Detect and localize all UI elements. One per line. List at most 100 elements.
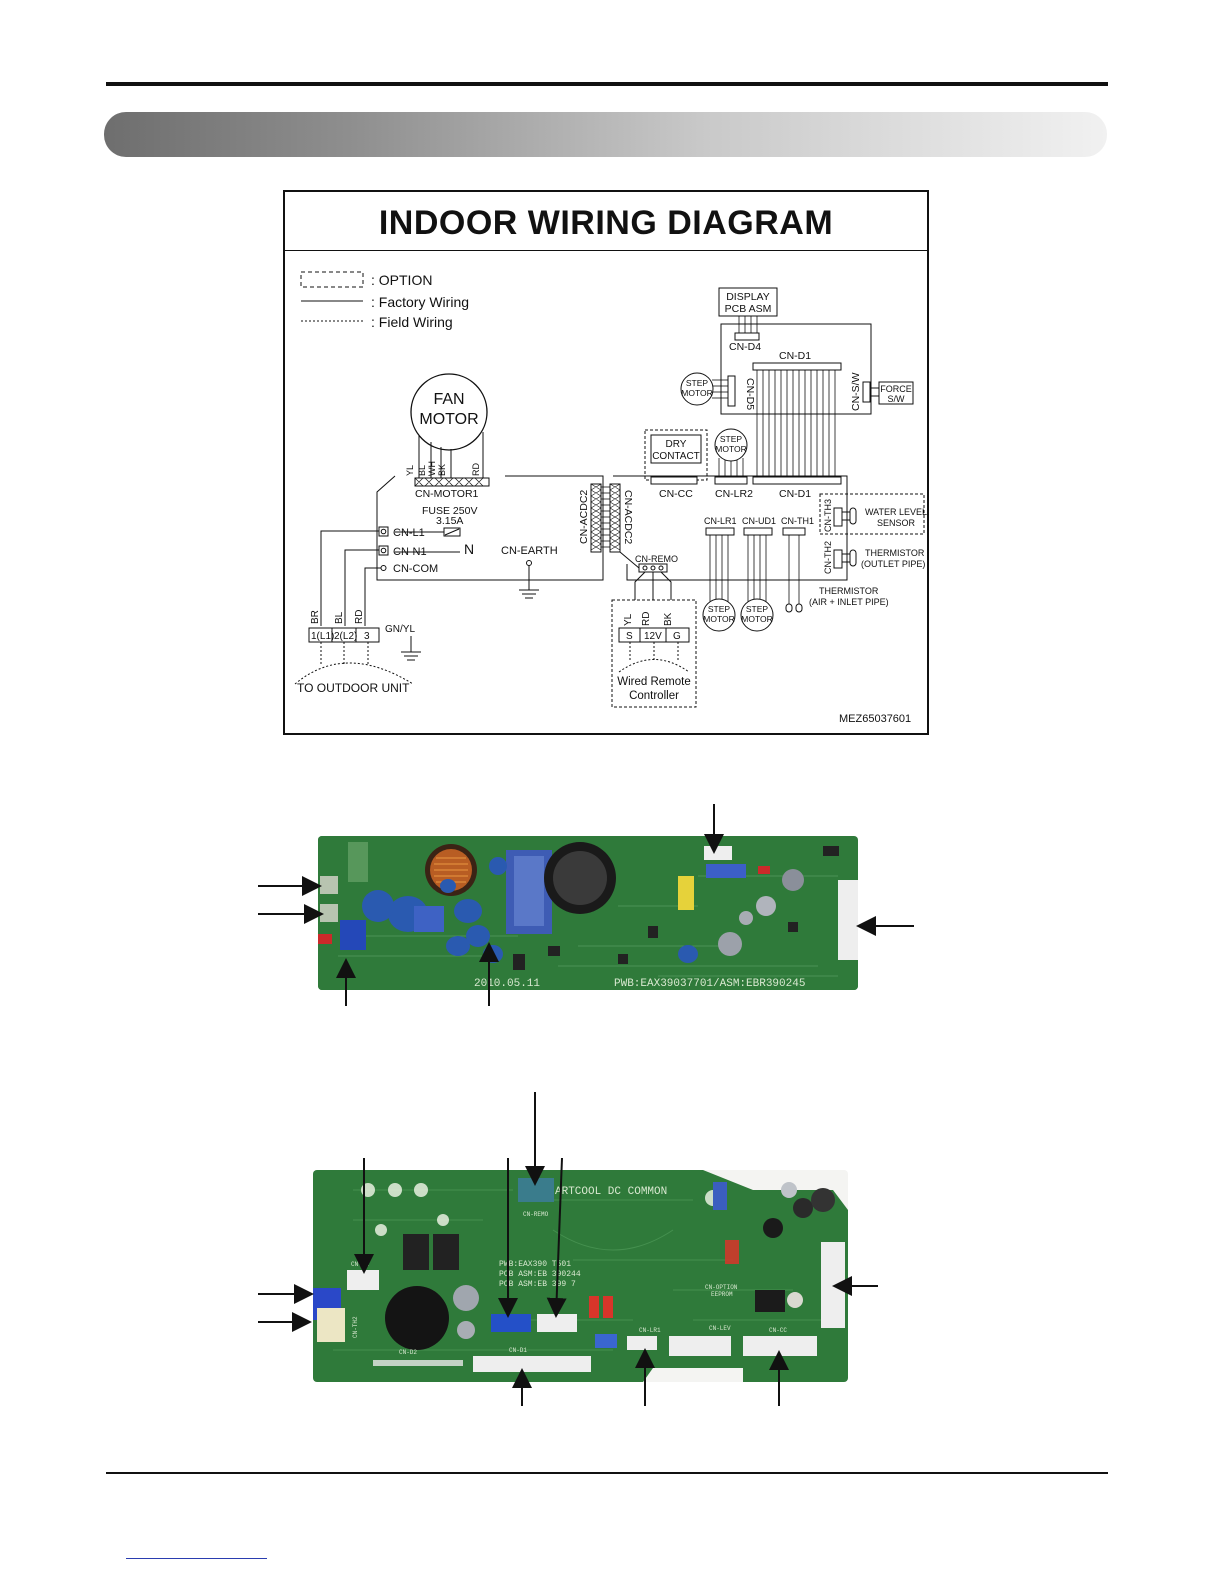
cn-ud1-label: CN-UD1 [742, 516, 776, 526]
cn-l1-terminal [378, 526, 389, 537]
cn-lr2-label: CN-LR2 [715, 488, 753, 500]
main-pcb-title: ARTCOOL DC COMMON [555, 1186, 667, 1198]
legend-option: : OPTION [371, 272, 432, 288]
cn-remo-label: CN-REMO [635, 554, 678, 564]
gnyl-label: GN/YL [385, 624, 415, 635]
cn-th3-label: CN-TH3 [823, 499, 833, 532]
fan-motor-label-1: FAN [433, 391, 464, 408]
lbl-lev: CN-LEV [709, 1325, 731, 1332]
cn-th2-connector-photo [317, 1308, 345, 1342]
to-outdoor-label: TO OUTDOOR UNIT [297, 681, 410, 695]
terminal-1: 1(L1) [311, 631, 334, 642]
main-pcb-photo: ARTCOOL DC COMMON PWB:EAX390 T501 PCB AS… [313, 1170, 848, 1382]
cn-com-terminal [380, 565, 387, 571]
step-motor-ud1-label-1: STEP [746, 604, 769, 614]
power-pcb-silkscreen: PWB:EAX39037701/ASM:EBR390245 [614, 978, 805, 990]
cn-d1-bottom-connector [752, 476, 842, 485]
cn-ud1-connector [743, 527, 773, 536]
cn-n1-label: CN-N1 [393, 546, 427, 558]
terminal-wire-bl: BL [334, 611, 345, 624]
cn-cc-connector [650, 476, 698, 485]
remote-wire-yl: YL [623, 613, 634, 626]
cn-th2-label: CN-TH2 [823, 541, 833, 574]
cn-th-connector-photo [347, 1270, 379, 1290]
main-pcb-asm2: PCB ASM:EB 399 7 [499, 1280, 576, 1289]
lbl-cc: CN-CC [769, 1327, 787, 1334]
cn-th3-connector [833, 507, 843, 527]
lbl-d2: CN-D2 [399, 1349, 417, 1356]
bottom-rule [106, 1472, 1108, 1474]
cn-d1-top-connector [752, 362, 842, 371]
wire-yl: YL [405, 465, 415, 476]
cn-acdc-connector-photo [821, 1242, 845, 1328]
diagram-title: INDOOR WIRING DIAGRAM [285, 192, 927, 251]
step-motor-d5-label-2: MOTOR [681, 388, 712, 398]
step-motor-lr1-label-2: MOTOR [703, 614, 734, 624]
fuse-label-1: FUSE 250V [422, 505, 477, 517]
cn-motor1-connector [414, 477, 490, 487]
dry-contact-label-1: DRY [666, 439, 687, 450]
lbl-th2: CN-TH2 [352, 1316, 359, 1338]
legend-field: : Field Wiring [371, 314, 453, 330]
cn-th1-connector [782, 527, 806, 536]
force-sw-label-1: FORCE [880, 384, 912, 394]
force-sw-label-2: S/W [888, 394, 906, 404]
cn-l1-label: CN-L1 [393, 527, 425, 539]
main-pcb-outline [376, 475, 604, 581]
cn-lr1-connector [705, 527, 735, 536]
cn-d1-top-label: CN-D1 [779, 350, 811, 362]
cn-d4-label: CN-D4 [729, 341, 761, 353]
top-rule [106, 82, 1108, 86]
fuse-label-2: 3.15A [436, 515, 463, 527]
lbl-lr1: CN-LR1 [639, 1327, 661, 1334]
dry-contact-label-2: CONTACT [652, 451, 700, 462]
wire-rd: RD [471, 463, 481, 476]
fan-motor-label-2: MOTOR [419, 411, 478, 428]
section-header-bar [104, 112, 1107, 157]
cn-sw-label: CN-S/W [850, 372, 862, 411]
step-motor-lr1 [702, 598, 736, 632]
remote-label-2: Controller [629, 690, 679, 702]
cn-acdc-white-connector [838, 880, 858, 960]
remote-term-s: S [626, 631, 633, 642]
step-motor-lr1-label-1: STEP [708, 604, 731, 614]
legend-option-swatch [300, 271, 364, 288]
wire-wh: WH [427, 461, 437, 476]
cn-blue-connector-photo [491, 1314, 531, 1332]
cn-acdc2-left [590, 483, 602, 553]
cn-d1-bottom-label: CN-D1 [779, 488, 811, 500]
lbl-th: CN-TH [351, 1261, 369, 1268]
remote-wire-rd: RD [641, 612, 652, 626]
cn-earth-label: CN-EARTH [501, 545, 558, 557]
terminal-2: 2(L2) [334, 631, 357, 642]
cn-lev-connector-photo [669, 1336, 731, 1356]
cn-cc-label: CN-CC [659, 488, 693, 500]
lbl-d1: CN-D1 [509, 1347, 527, 1354]
thermistor-outlet-label-1: THERMISTOR [865, 548, 925, 558]
terminal-wire-br: BR [310, 610, 321, 624]
step-motor-ud1 [740, 598, 774, 632]
footer-link-underline [126, 1558, 267, 1559]
wiring-schematic: : OPTION : Factory Wiring : Field Wiring… [294, 271, 927, 725]
lbl-remo: CN-REMO [523, 1211, 549, 1218]
buzzer [385, 1286, 449, 1350]
step-motor-ud1-label-2: MOTOR [741, 614, 772, 624]
cn-sw-connector [862, 381, 871, 403]
display-label-1: DISPLAY [726, 291, 770, 303]
cn-com-label: CN-COM [393, 563, 438, 575]
force-sw-box [878, 381, 914, 405]
cn-acdc2-right-label: CN-ACDC2 [622, 490, 634, 544]
cn-white-connector-photo [537, 1314, 577, 1332]
cn-n1-terminal [378, 545, 389, 556]
display-pcb-box [718, 287, 778, 317]
cn-cc-connector-photo [743, 1336, 817, 1356]
cn-lr2-connector [714, 476, 748, 485]
cn-d5-label: CN-D5 [744, 378, 756, 410]
step-motor-d5-label-1: STEP [686, 378, 709, 388]
cn-d1-white-connector [704, 846, 732, 860]
wired-remote-option-box [611, 599, 697, 708]
thermistor-air [785, 603, 793, 613]
lbl-eeprom: EEPROM [711, 1291, 733, 1298]
control-pcb-outline [626, 475, 848, 581]
thermistor-air-label-1: THERMISTOR [819, 586, 879, 596]
